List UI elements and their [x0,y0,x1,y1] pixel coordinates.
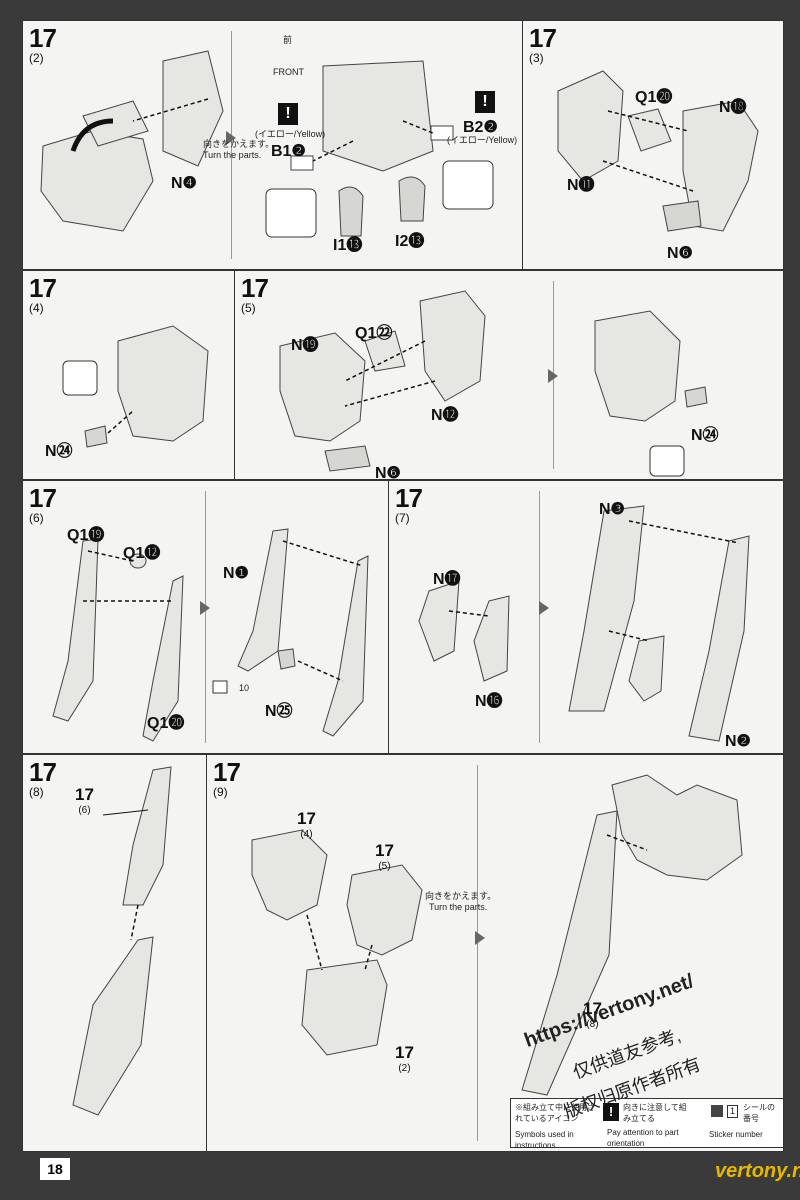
part-n6: N❻ [375,465,401,480]
step-17-9-panel: 17 (9) 向きをかえます。 Turn the parts. 17(4) 17… [206,754,784,1152]
part-q1-c: Q1⓴ [147,715,185,732]
ref-step-17-5: 17(5) [375,841,394,872]
step-17-3-drawing [557,70,759,232]
turn-en: Turn the parts. [203,150,262,160]
part-n25: N㉕ [265,703,293,720]
step-17-2-drawing [40,50,494,238]
warning-icon: ! [278,103,298,125]
ref-step-17-4: 17(4) [297,809,316,840]
step-number: 17 [241,273,269,303]
symbol-legend: ※組み立て中に使用されているアイコン Symbols used in instr… [510,1098,784,1150]
legend-att-en: Pay attention to part orientation [607,1128,679,1148]
page-number: 18 [40,1158,70,1180]
part-n12: N⓬ [431,407,459,424]
instruction-sheet: 17 (2) N❹ 向きをかえます。 Turn the parts. 前 FRO… [22,20,784,1152]
legend-sticker-jp: シールの番号 [743,1103,775,1123]
step-sub: (6) [29,511,44,525]
legend-sticker-en: Sticker number [709,1130,763,1139]
step-sub: (5) [241,301,256,315]
sticker-icon [711,1105,723,1117]
sticker-number: 10 [239,683,250,693]
ref-step-17-8: 17(8) [583,999,602,1030]
part-n11: N⓫ [567,177,595,194]
step-number: 17 [29,23,57,53]
arrow-next [548,369,558,383]
step-17-6-panel: 17 (6) Q1⓳ Q1⓬ Q1⓴ N❶ N㉕ 10 [22,480,390,754]
front-jp: 前 [283,35,293,45]
part-n2: N❷ [725,733,751,750]
front-en: FRONT [273,67,304,77]
ref-step-17-6: 17(6) [75,785,94,816]
step-17-9-drawing [251,774,743,1096]
step-17-8-panel: 17 (8) 17(6) [22,754,208,1152]
part-i2: I2⓭ [395,233,425,250]
step-17-5-drawing [279,290,708,477]
legend-title-en: Symbols used in instructions [515,1130,574,1150]
step-17-3-panel: 17 (3) Q1⓴ N⓲ N⓫ N❻ [522,20,784,270]
part-n24: N㉔ [691,427,719,444]
turn-jp: 向きをかえます。 [425,891,497,901]
warning-icon: ! [475,91,495,113]
part-q1-b: Q1⓬ [123,545,161,562]
warning-icon: ! [603,1103,619,1121]
legend-att-jp: 向きに注意して組み立てる [623,1103,687,1123]
arrow-next [475,931,485,945]
step-17-4-drawing [62,325,209,448]
arrow-next [200,601,210,615]
step-17-7-drawing [418,505,750,742]
step-17-4-panel: 17 (4) N㉔ [22,270,236,480]
step-17-6-drawing [52,528,369,742]
step-number: 17 [29,757,57,787]
divider [539,491,540,743]
part-i1: I1⓭ [333,237,363,254]
arrow-next [539,601,549,615]
step-sub: (2) [29,51,44,65]
divider [477,765,478,1141]
step-sub: (8) [29,785,44,799]
ref-step-17-2: 17(2) [395,1043,414,1074]
yellow-note-1: (イエロー/Yellow) [255,129,326,139]
yellow-note-2: (イエロー/Yellow) [447,135,518,145]
part-b1: B1❷ [271,143,306,160]
part-q1-a: Q1⓳ [67,527,105,544]
part-n3: N❸ [599,501,625,518]
step-17-7-panel: 17 (7) N⓱ N⓰ N❸ N❷ [388,480,784,754]
step-number: 17 [395,483,423,513]
turn-en: Turn the parts. [429,902,488,912]
legend-title-jp: ※組み立て中に使用されているアイコン [515,1103,595,1123]
legend-sticker-no: 1 [727,1105,739,1118]
step-17-2-panel: 17 (2) N❹ 向きをかえます。 Turn the parts. 前 FRO… [22,20,524,270]
arrow-next [226,131,236,145]
part-n19: N⓳ [291,337,319,354]
divider [231,31,232,259]
turn-jp: 向きをかえます。 [203,139,275,149]
step-number: 17 [29,483,57,513]
part-n16: N⓰ [475,693,503,710]
step-17-8-drawing [72,766,172,1116]
step-number: 17 [529,23,557,53]
part-b2: B2❷ [463,119,498,136]
part-q1: Q1㉒ [355,325,393,342]
step-17-5-panel: 17 (5) N⓳ Q1㉒ N⓬ N❻ N㉔ [234,270,784,480]
step-sub: (7) [395,511,410,525]
part-n18: N⓲ [719,99,747,116]
part-n1: N❶ [223,565,249,582]
part-n17: N⓱ [433,571,461,588]
part-n4: N❹ [171,175,197,192]
part-q1: Q1⓴ [635,89,673,106]
step-sub: (9) [213,785,228,799]
watermark-brand: vertony.net [715,1160,800,1182]
step-number: 17 [29,273,57,303]
step-number: 17 [213,757,241,787]
step-sub: (3) [529,51,544,65]
part-n24: N㉔ [45,443,73,460]
step-sub: (4) [29,301,44,315]
divider [205,491,206,743]
part-n6: N❻ [667,245,693,262]
